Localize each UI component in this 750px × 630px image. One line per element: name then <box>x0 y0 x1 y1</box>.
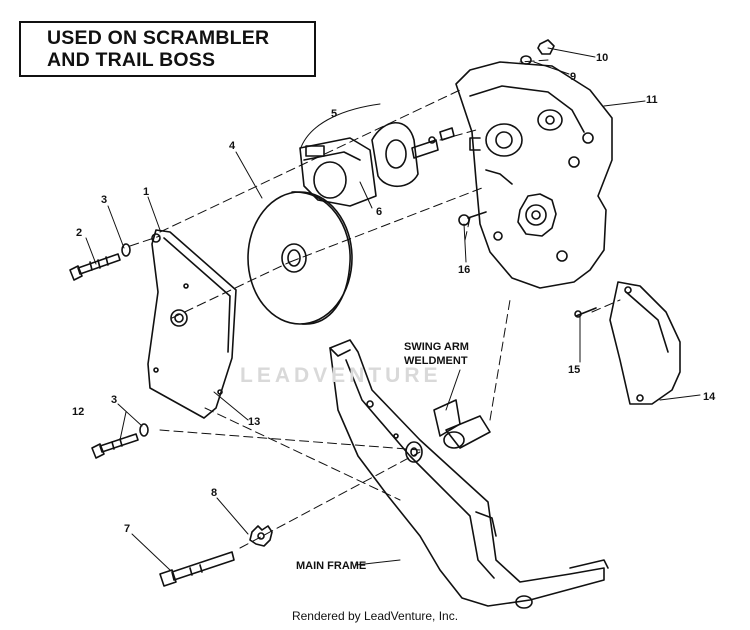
main-frame-label: MAIN FRAME <box>296 560 367 572</box>
assembly-centerlines <box>129 59 621 549</box>
callout-13: 13 <box>248 416 261 428</box>
title-line-1: USED ON SCRAMBLER <box>47 27 270 49</box>
part-5-clutch-assembly <box>299 122 455 207</box>
part-3-washer-upper <box>121 243 131 257</box>
part-2-bolt <box>69 253 121 281</box>
part-4-drive-clutch-disk <box>247 191 353 325</box>
part-12-bolt <box>91 433 139 459</box>
callout-leaders <box>85 47 701 571</box>
title-box: USED ON SCRAMBLER AND TRAIL BOSS <box>19 21 316 77</box>
callout-3-upper: 3 <box>101 194 108 206</box>
part-3-washer-lower <box>139 423 149 437</box>
callout-10: 10 <box>596 52 609 64</box>
part-10-nut <box>537 39 555 55</box>
part-8-star-washer <box>249 525 273 547</box>
callout-5: 5 <box>331 108 338 120</box>
callout-15: 15 <box>568 364 581 376</box>
swing-arm-label-line2: WELDMENT <box>404 355 468 367</box>
callout-14: 14 <box>703 391 716 403</box>
part-1-mounting-plate <box>147 229 237 419</box>
callout-7: 7 <box>124 523 131 535</box>
callout-1: 1 <box>143 186 150 198</box>
part-7-long-bolt <box>159 551 235 587</box>
swing-arm-label-line1: SWING ARM <box>404 341 469 353</box>
part-14-cover <box>609 281 681 405</box>
part-11-gearcase <box>455 61 613 289</box>
callout-16: 16 <box>458 264 471 276</box>
callout-8: 8 <box>211 487 218 499</box>
callout-2: 2 <box>76 227 83 239</box>
callout-6: 6 <box>376 206 383 218</box>
part-15-screw <box>574 307 597 318</box>
callout-4: 4 <box>229 140 236 152</box>
callout-11: 11 <box>646 94 658 106</box>
title-line-2: AND TRAIL BOSS <box>47 49 216 71</box>
footer-credit: Rendered by LeadVenture, Inc. <box>291 609 459 623</box>
part-16-bolt <box>458 211 487 226</box>
callout-3-lower: 3 <box>111 394 118 406</box>
callout-12: 12 <box>72 406 85 418</box>
main-frame <box>329 339 609 609</box>
part-9-washer <box>520 55 532 65</box>
callout-9: 9 <box>570 71 577 83</box>
watermark: LEADVENTURE <box>240 364 442 387</box>
swing-arm-weldment <box>433 399 491 449</box>
